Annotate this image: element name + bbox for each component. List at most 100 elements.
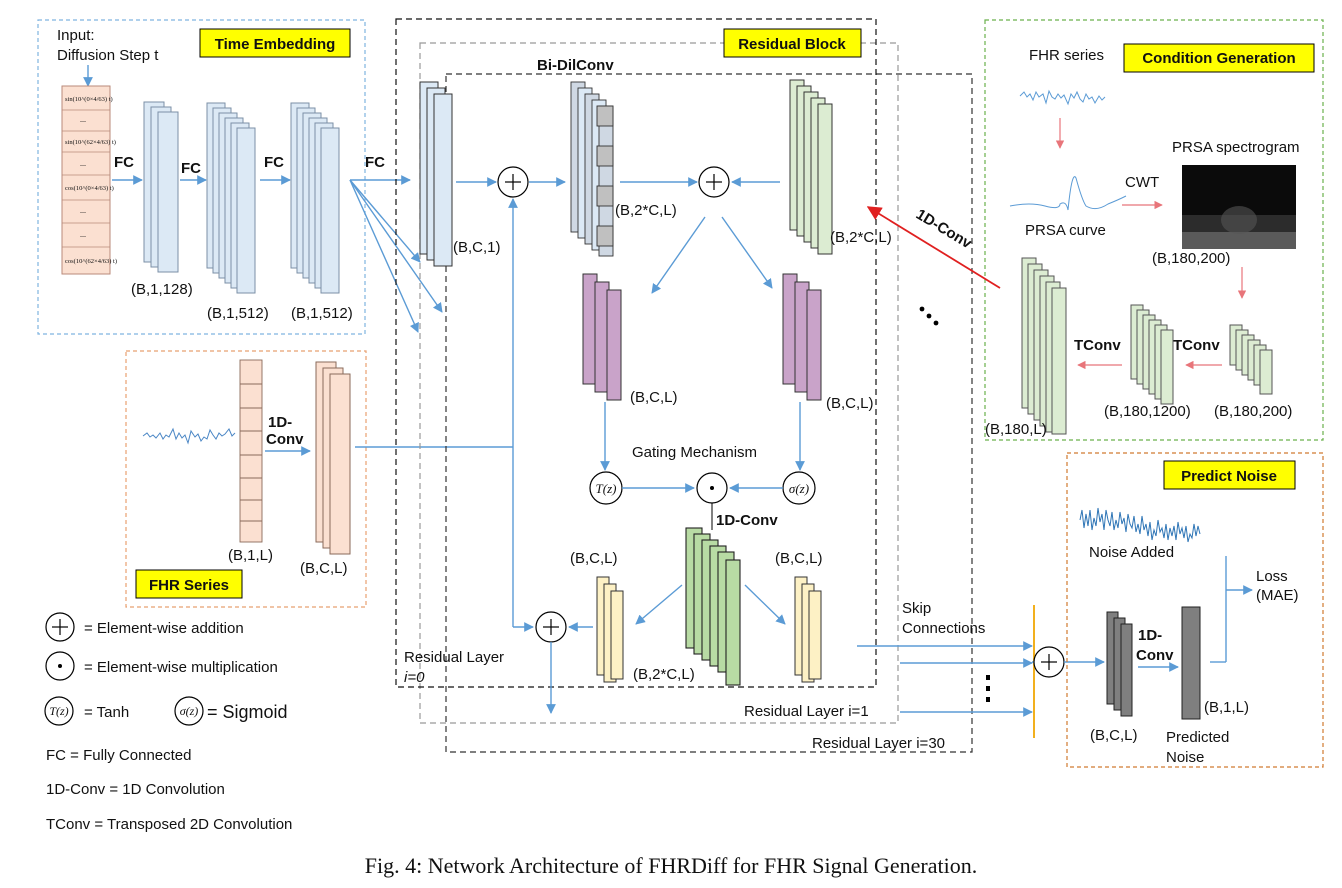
addition-node-2 bbox=[698, 166, 730, 198]
layers-ellipsis bbox=[919, 306, 939, 326]
time-embedding-title: Time Embedding bbox=[215, 36, 336, 53]
shape-b-1-512-a: (B,1,512) bbox=[207, 305, 269, 322]
fhr-input-column bbox=[239, 359, 263, 543]
residual-block: Residual Block (B,C,1) Bi-DilConv (B,2*C… bbox=[395, 18, 973, 753]
residual-block-title: Residual Block bbox=[738, 36, 846, 53]
fc-layer-128 bbox=[143, 101, 179, 273]
predicted-noise-block bbox=[1181, 606, 1201, 720]
legend-conv: 1D-Conv = 1D Convolution bbox=[46, 781, 225, 798]
condition-generation-title: Condition Generation bbox=[1142, 50, 1295, 67]
legend: = Element-wise addition = Element-wise m… bbox=[44, 612, 292, 833]
legend-tanh-glyph: T(z) bbox=[49, 704, 68, 718]
time-embedding-title-box bbox=[199, 28, 351, 58]
legend-mul-symbol bbox=[45, 651, 75, 681]
condition-link-label: 1D-Conv bbox=[913, 206, 975, 253]
residual-conv-stack bbox=[685, 527, 741, 686]
shape-b-180-1200: (B,180,1200) bbox=[1104, 403, 1191, 420]
condition-generation-panel: Condition Generation FHR series PRSA cur… bbox=[984, 19, 1324, 441]
embed-dots-3: ... bbox=[80, 206, 86, 215]
tanh-node: T(z) bbox=[589, 471, 623, 505]
condition-projection bbox=[789, 79, 833, 255]
fhr-conv-output bbox=[315, 361, 351, 555]
legend-sigmoid-symbol: σ(z) bbox=[174, 696, 204, 726]
noise-waveform bbox=[1079, 507, 1201, 543]
shape-b-c-l-fhr: (B,C,L) bbox=[300, 560, 348, 577]
shape-b-180-200: (B,180,200) bbox=[1214, 403, 1292, 420]
fc-layer-512-b bbox=[290, 102, 340, 294]
tconv-output-small bbox=[1229, 324, 1273, 395]
embed-formula-4: cos(10^(62×4/63) t) bbox=[65, 258, 117, 265]
time-embedding-panel: Time Embedding Input: Diffusion Step t s… bbox=[37, 19, 443, 335]
prsa-curve-label: PRSA curve bbox=[1025, 222, 1106, 239]
gate-branch bbox=[782, 273, 822, 401]
gating-mechanism-label: Gating Mechanism bbox=[632, 444, 757, 461]
legend-mul: = Element-wise multiplication bbox=[84, 659, 278, 676]
time-embed-projection bbox=[419, 81, 453, 267]
sinusoidal-embedding-column: sin(10^(0×4/63) t) ... sin(10^(62×4/63) … bbox=[61, 85, 117, 275]
cwt-label: CWT bbox=[1125, 174, 1159, 191]
shape-b-2c-l-b: (B,2*C,L) bbox=[830, 229, 892, 246]
residual-layer-30: Residual Layer i=30 bbox=[812, 735, 945, 752]
shape-b-c-l-noise: (B,C,L) bbox=[1090, 727, 1138, 744]
shape-b-c-1: (B,C,1) bbox=[453, 239, 501, 256]
tconv-label-b: TConv bbox=[1173, 337, 1220, 354]
fc-label-4: FC bbox=[365, 154, 385, 171]
skip-ellipsis bbox=[986, 675, 990, 702]
fc-label-2: FC bbox=[181, 160, 201, 177]
embed-formula-3: cos(10^(0×4/63) t) bbox=[65, 185, 114, 192]
shape-b-1-512-b: (B,1,512) bbox=[291, 305, 353, 322]
spectrogram-shape: (B,180,200) bbox=[1152, 250, 1230, 267]
prsa-curve-wave bbox=[1009, 176, 1127, 211]
bi-dilconv-label: Bi-DilConv bbox=[537, 57, 614, 74]
legend-sigmoid-glyph: σ(z) bbox=[180, 704, 199, 718]
fc-label-3: FC bbox=[264, 154, 284, 171]
tanh-node-label: T(z) bbox=[596, 481, 617, 496]
legend-add-symbol bbox=[45, 612, 75, 642]
fhr-waveform bbox=[142, 427, 236, 445]
tconv-label-a: TConv bbox=[1074, 337, 1121, 354]
skip-label-2: Connections bbox=[902, 620, 985, 637]
embed-dots-4: ... bbox=[80, 230, 86, 239]
tconv-output-mid bbox=[1130, 304, 1174, 405]
shape-b-1-l: (B,1,L) bbox=[228, 547, 273, 564]
shape-b-c-l-filter: (B,C,L) bbox=[630, 389, 678, 406]
skip-label-1: Skip bbox=[902, 600, 931, 617]
residual-layer-1: Residual Layer i=1 bbox=[744, 703, 869, 720]
residual-output bbox=[596, 576, 624, 683]
shape-b-2c-l-out: (B,2*C,L) bbox=[633, 666, 695, 683]
predict-noise-panel: Predict Noise Noise Added Loss (MAE) (B,… bbox=[1066, 452, 1324, 768]
bi-dilconv-stack bbox=[570, 81, 614, 257]
noise-conv-label-1: 1D- bbox=[1138, 627, 1162, 644]
fc-layer-512-a bbox=[206, 102, 256, 294]
shape-b-c-l-gate: (B,C,L) bbox=[826, 395, 874, 412]
fhr-conv-label-2: Conv bbox=[266, 431, 304, 448]
embed-formula-1: sin(10^(0×4/63) t) bbox=[65, 96, 113, 103]
legend-add: = Element-wise addition bbox=[84, 620, 244, 637]
fhr-series-raw-wave bbox=[1019, 89, 1106, 106]
condition-generation-title-box bbox=[1123, 43, 1315, 73]
input-label: Input: bbox=[57, 27, 95, 44]
fhr-series-raw-label: FHR series bbox=[1029, 47, 1104, 64]
legend-tconv: TConv = Transposed 2D Convolution bbox=[46, 816, 292, 833]
residual-layer-0-line2: i=0 bbox=[404, 669, 425, 686]
legend-sigmoid: = Sigmoid bbox=[207, 702, 288, 722]
addition-node-skip bbox=[1033, 646, 1065, 678]
predict-noise-title: Predict Noise bbox=[1181, 468, 1277, 485]
filter-branch bbox=[582, 273, 622, 401]
skip-output bbox=[794, 576, 822, 683]
addition-node-1 bbox=[497, 166, 529, 198]
legend-tanh-symbol: T(z) bbox=[44, 696, 74, 726]
diffusion-step-label: Diffusion Step t bbox=[57, 47, 159, 64]
condition-feature bbox=[1021, 257, 1067, 435]
loss-label: Loss bbox=[1256, 568, 1288, 585]
shape-b-1-l-noise: (B,1,L) bbox=[1204, 699, 1249, 716]
noise-feature bbox=[1106, 611, 1133, 717]
predict-noise-title-box bbox=[1163, 460, 1296, 490]
shape-b-1-128: (B,1,128) bbox=[131, 281, 193, 298]
figure-caption: Fig. 4: Network Architecture of FHRDiff … bbox=[365, 853, 977, 878]
sigmoid-node-label: σ(z) bbox=[789, 481, 809, 496]
noise-label: Noise bbox=[1166, 749, 1204, 766]
residual-conv-label: 1D-Conv bbox=[716, 512, 778, 529]
noise-conv-label-2: Conv bbox=[1136, 647, 1174, 664]
